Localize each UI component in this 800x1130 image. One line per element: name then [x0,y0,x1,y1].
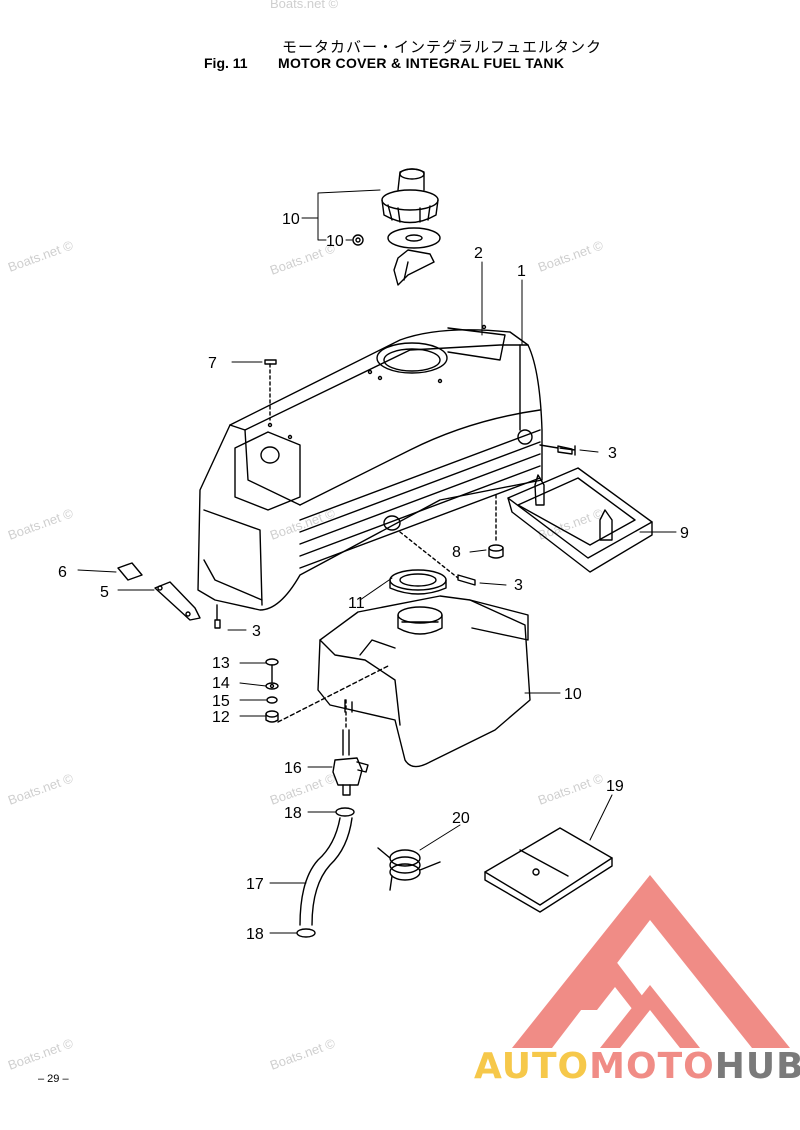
japanese-title: モータカバー・インテグラルフュエルタンク [282,38,603,56]
callout-label: 10 [326,233,344,250]
callout-label: 5 [100,584,109,601]
watermark: Boats.net © [268,505,338,543]
watermark: Boats.net © [270,0,339,11]
bracket-8 [507,467,653,573]
screw-3-right [539,444,576,456]
leader-lines [77,189,677,934]
callout-label: 18 [284,805,302,822]
callout-labels: 10 10 2 1 7 3 9 8 3 11 6 5 3 10 13 14 15… [58,211,689,943]
callout-label: 9 [680,525,689,542]
spring-20 [377,847,441,891]
page-number: – 29 – [38,1073,69,1085]
watermark: Boats.net © [268,770,338,808]
callout-label: 14 [212,675,230,692]
callout-label: 20 [452,810,470,827]
cap-gasket [387,227,441,286]
callout-label: 16 [284,760,302,777]
watermark: Boats.net © [536,505,606,543]
fuel-tank [317,595,531,768]
plate-5 [117,562,143,581]
watermark: Boats.net © [6,237,76,275]
callout-label: 6 [58,564,67,581]
watermark: Boats.net © [536,237,606,275]
filler-ring-11 [389,569,447,595]
callout-label: 12 [212,709,230,726]
callout-label: 3 [252,623,261,640]
screw-6 [264,359,277,421]
fuel-cock-16 [332,699,369,796]
fuel-hose-17 [299,817,353,926]
hose-clip-18-bottom [296,928,316,938]
watermark: Boats.net © [6,770,76,808]
callout-label: 10 [282,211,300,228]
screw-3-middle [399,531,476,586]
brand-logo-mark [512,875,790,1048]
bolt-stack [265,658,391,723]
callout-label: 13 [212,655,230,672]
pad-19 [484,827,613,913]
fuel-cap [381,168,439,224]
brand-part-moto: MOTO [589,1046,715,1087]
callout-label: 19 [606,778,624,795]
watermark: Boats.net © [268,1035,338,1073]
diagram-title: MOTOR COVER & INTEGRAL FUEL TANK [278,55,565,71]
callout-label: 7 [208,355,217,372]
bracket-4 [154,581,201,621]
small-washer [352,234,364,246]
brand-part-hub: HUB [714,1046,800,1087]
watermarks: Boats.net © Boats.net © Boats.net © Boat… [6,0,606,1073]
hose-clip-18-top [335,807,355,817]
callout-label: 18 [246,926,264,943]
figure-label: Fig. 11 [204,55,248,71]
callout-label: 8 [452,544,461,561]
brand-wordmark: AUTOMOTOHUB [474,1046,800,1087]
callout-label: 17 [246,876,264,893]
callout-label: 3 [608,445,617,462]
brand-part-auto: AUTO [474,1046,590,1087]
watermark: Boats.net © [6,505,76,543]
callout-label: 2 [474,245,483,262]
motor-cover [197,324,543,611]
watermark: Boats.net © [6,1035,76,1073]
watermark: Boats.net © [536,770,606,808]
screw-3-bottom [214,604,221,629]
grommet-7 [488,494,504,559]
callout-label: 1 [517,263,526,280]
callout-label: 15 [212,693,230,710]
callout-label: 11 [348,595,365,612]
callout-label: 3 [514,577,523,594]
callout-label: 10 [564,686,582,703]
